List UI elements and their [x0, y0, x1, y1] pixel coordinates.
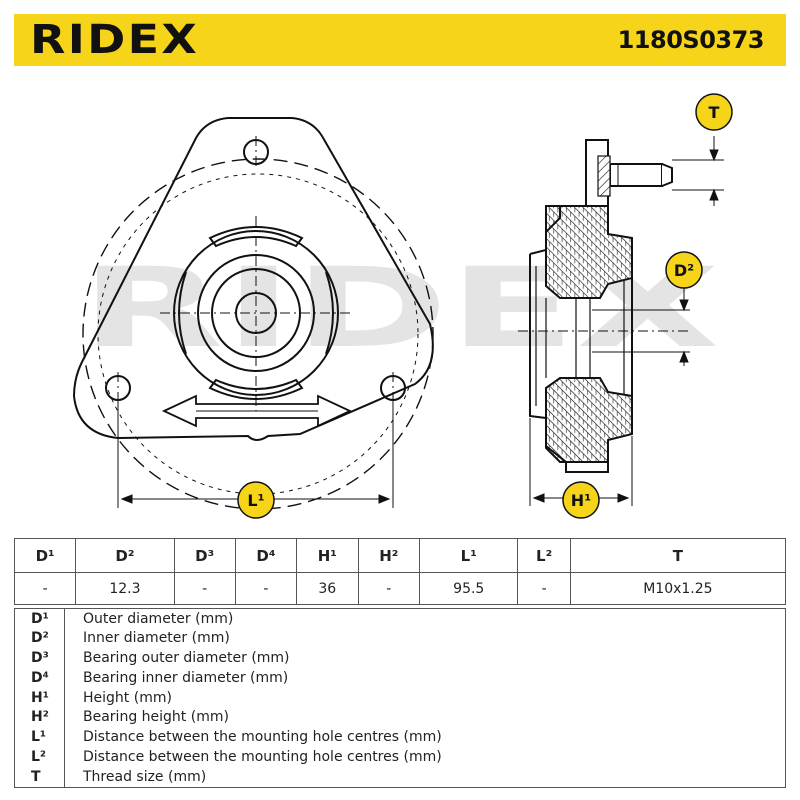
- spec-header-d2: D²: [75, 538, 175, 573]
- legend-row: D¹ Outer diameter (mm): [14, 608, 786, 629]
- callout-t: T: [695, 93, 733, 131]
- spec-value-d4: -: [234, 572, 298, 605]
- legend-desc: Bearing height (mm): [83, 709, 229, 726]
- part-number: 1180S0373: [617, 26, 765, 54]
- legend-desc: Outer diameter (mm): [83, 610, 234, 627]
- callout-t-label: T: [709, 103, 720, 122]
- spec-header-d4: D⁴: [234, 538, 298, 573]
- legend-table: D¹ Outer diameter (mm) D² Inner diameter (…: [14, 608, 786, 788]
- legend-key: D¹: [14, 608, 65, 629]
- spec-header-row: D¹ D² D³ D⁴ H¹ H² L¹ L² T: [13, 538, 787, 573]
- spec-header-h1: H¹: [296, 538, 359, 573]
- callout-d2-label: D²: [674, 261, 694, 280]
- callout-l1-label: L¹: [247, 491, 264, 510]
- slot-top: [208, 226, 304, 248]
- legend-row: D³ Bearing outer diameter (mm): [14, 648, 786, 669]
- legend-desc: Bearing inner diameter (mm): [83, 669, 289, 686]
- legend-desc: Height (mm): [83, 689, 172, 706]
- legend-desc: Distance between the mounting hole centr…: [83, 748, 442, 765]
- lower-rubber-block: [545, 377, 633, 463]
- legend-desc: Bearing outer diameter (mm): [83, 650, 290, 667]
- housing-outline: [529, 206, 633, 473]
- legend-key: D²: [14, 628, 65, 649]
- legend-row: L¹ Distance between the mounting hole cen…: [14, 727, 786, 748]
- legend-key: H¹: [14, 688, 65, 708]
- spec-header-l1: L¹: [419, 538, 519, 573]
- legend-row: D⁴ Bearing inner diameter (mm): [14, 668, 786, 689]
- legend-key: D³: [14, 648, 65, 669]
- header-bar: RIDEX 1180S0373: [14, 14, 786, 66]
- slot-right: [325, 271, 334, 355]
- legend-key: L¹: [14, 727, 65, 748]
- spec-value-h1: 36: [296, 572, 359, 605]
- bolt-circle: [97, 173, 419, 495]
- spec-value-l1: 95.5: [419, 572, 519, 605]
- technical-drawing: RIDEX: [72, 93, 733, 519]
- callout-h1: H¹: [562, 481, 600, 519]
- legend-desc: Inner diameter (mm): [83, 630, 230, 647]
- spec-table: D¹ D² D³ D⁴ H¹ H² L¹ L² T - 12.3 - - 36 …: [13, 538, 787, 605]
- legend-row: H¹ Height (mm): [14, 688, 786, 708]
- spec-header-l2: L²: [517, 538, 571, 573]
- side-view: [518, 136, 724, 506]
- spec-value-d2: 12.3: [75, 572, 175, 605]
- spec-header-d1: D¹: [13, 538, 77, 573]
- callout-h1-label: H¹: [571, 491, 591, 510]
- legend-row: L² Distance between the mounting hole cen…: [14, 747, 786, 768]
- spec-value-l2: -: [517, 572, 571, 605]
- spec-header-t: T: [569, 538, 787, 573]
- spec-value-t: M10x1.25: [569, 572, 787, 605]
- upper-rubber-block: [545, 205, 633, 299]
- callout-l1: L¹: [237, 481, 275, 519]
- legend-key: L²: [14, 747, 65, 768]
- mount-plate-outline: [72, 117, 434, 441]
- legend-row: T Thread size (mm): [14, 767, 786, 788]
- spec-header-d3: D³: [173, 538, 236, 573]
- legend-desc: Thread size (mm): [83, 768, 207, 785]
- slot-bottom: [208, 378, 304, 400]
- legend-key: D⁴: [14, 668, 65, 689]
- legend-key: H²: [14, 707, 65, 728]
- direction-arrow: [161, 394, 353, 428]
- legend-key: T: [14, 767, 65, 788]
- slot-left: [178, 271, 187, 355]
- legend-row: D² Inner diameter (mm): [14, 628, 786, 649]
- spec-value-h2: -: [357, 572, 421, 605]
- legend-row: H² Bearing height (mm): [14, 707, 786, 728]
- brand-logo: RIDEX: [30, 17, 200, 63]
- spec-value-row: - 12.3 - - 36 - 95.5 - M10x1.25: [13, 572, 787, 605]
- callout-d2: D²: [665, 251, 703, 289]
- spec-value-d3: -: [173, 572, 236, 605]
- legend-desc: Distance between the mounting hole centr…: [83, 729, 442, 746]
- spec-value-d1: -: [13, 572, 77, 605]
- spec-header-h2: H²: [357, 538, 421, 573]
